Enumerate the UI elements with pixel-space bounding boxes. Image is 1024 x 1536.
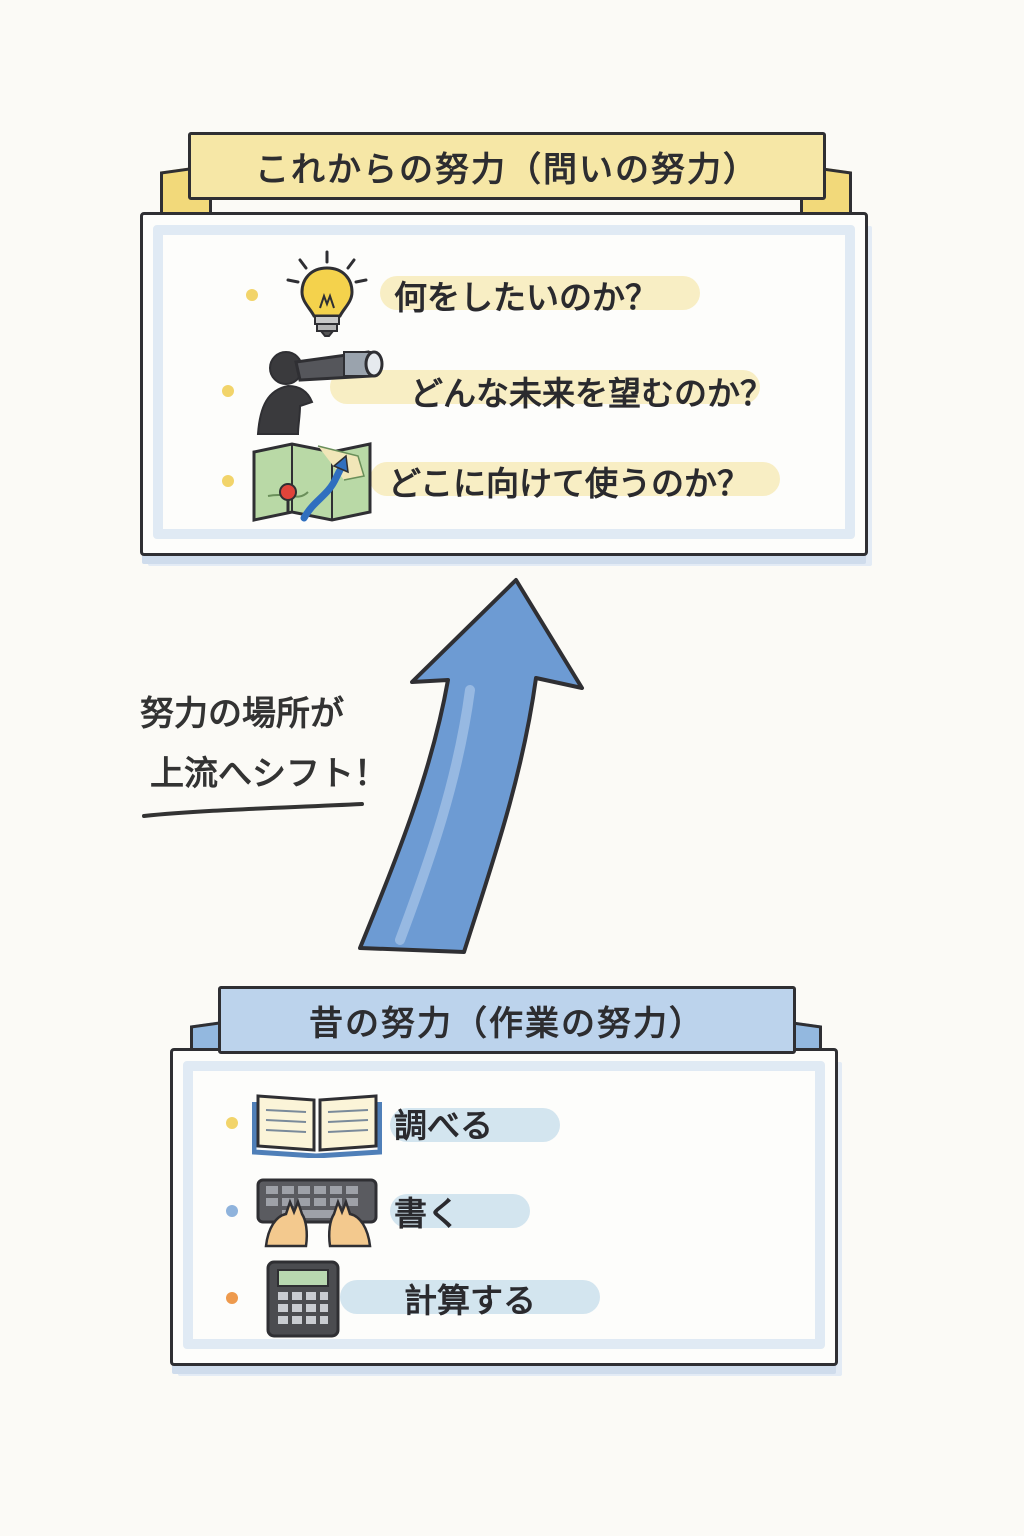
bullet-dot [222, 385, 234, 397]
bullet-dot [222, 475, 234, 487]
item-text: 書く [394, 1194, 460, 1233]
future-effort-title: これからの努力（問いの努力） [255, 149, 759, 190]
calculator-icon [266, 1260, 340, 1338]
shift-note-line2: 上流へシフト！ [150, 754, 388, 794]
item-text: 調べる [394, 1106, 493, 1145]
list-item: どこに向けて使うのか？ [222, 436, 750, 526]
bullet-dot [226, 1292, 238, 1304]
upward-shift-arrow [358, 578, 584, 954]
highlight-stroke [340, 1280, 600, 1314]
highlight-stroke [330, 370, 760, 404]
keyboard-icon [256, 1178, 378, 1248]
item-text: どんな未来を望むのか？ [410, 374, 773, 413]
list-item: どんな未来を望むのか？ [222, 346, 773, 436]
item-text: 何をしたいのか？ [394, 278, 658, 317]
list-item: 調べる [226, 1088, 493, 1158]
note-underline [142, 802, 364, 818]
item-text: どこに向けて使うのか？ [388, 464, 751, 503]
list-item: 何をしたいのか？ [246, 250, 658, 340]
bullet-dot [246, 289, 258, 301]
past-effort-title: 昔の努力（作業の努力） [309, 1003, 705, 1044]
shift-note-line1: 努力の場所が [140, 694, 344, 734]
highlight-stroke [390, 1194, 530, 1228]
open-book-icon [252, 1094, 382, 1158]
highlight-stroke [370, 462, 780, 496]
bullet-dot [226, 1117, 238, 1129]
highlight-stroke [390, 1108, 560, 1142]
bullet-dot [226, 1205, 238, 1217]
list-item: 計算する [226, 1258, 536, 1338]
lightbulb-icon [286, 250, 368, 337]
past-effort-banner: 昔の努力（作業の努力） [218, 986, 796, 1054]
list-item: 書く [226, 1172, 460, 1250]
item-text: 計算する [404, 1281, 536, 1320]
telescope-person-icon [256, 350, 384, 435]
highlight-stroke [380, 276, 700, 310]
future-effort-banner: これからの努力（問いの努力） [188, 132, 826, 200]
map-icon [252, 442, 372, 522]
